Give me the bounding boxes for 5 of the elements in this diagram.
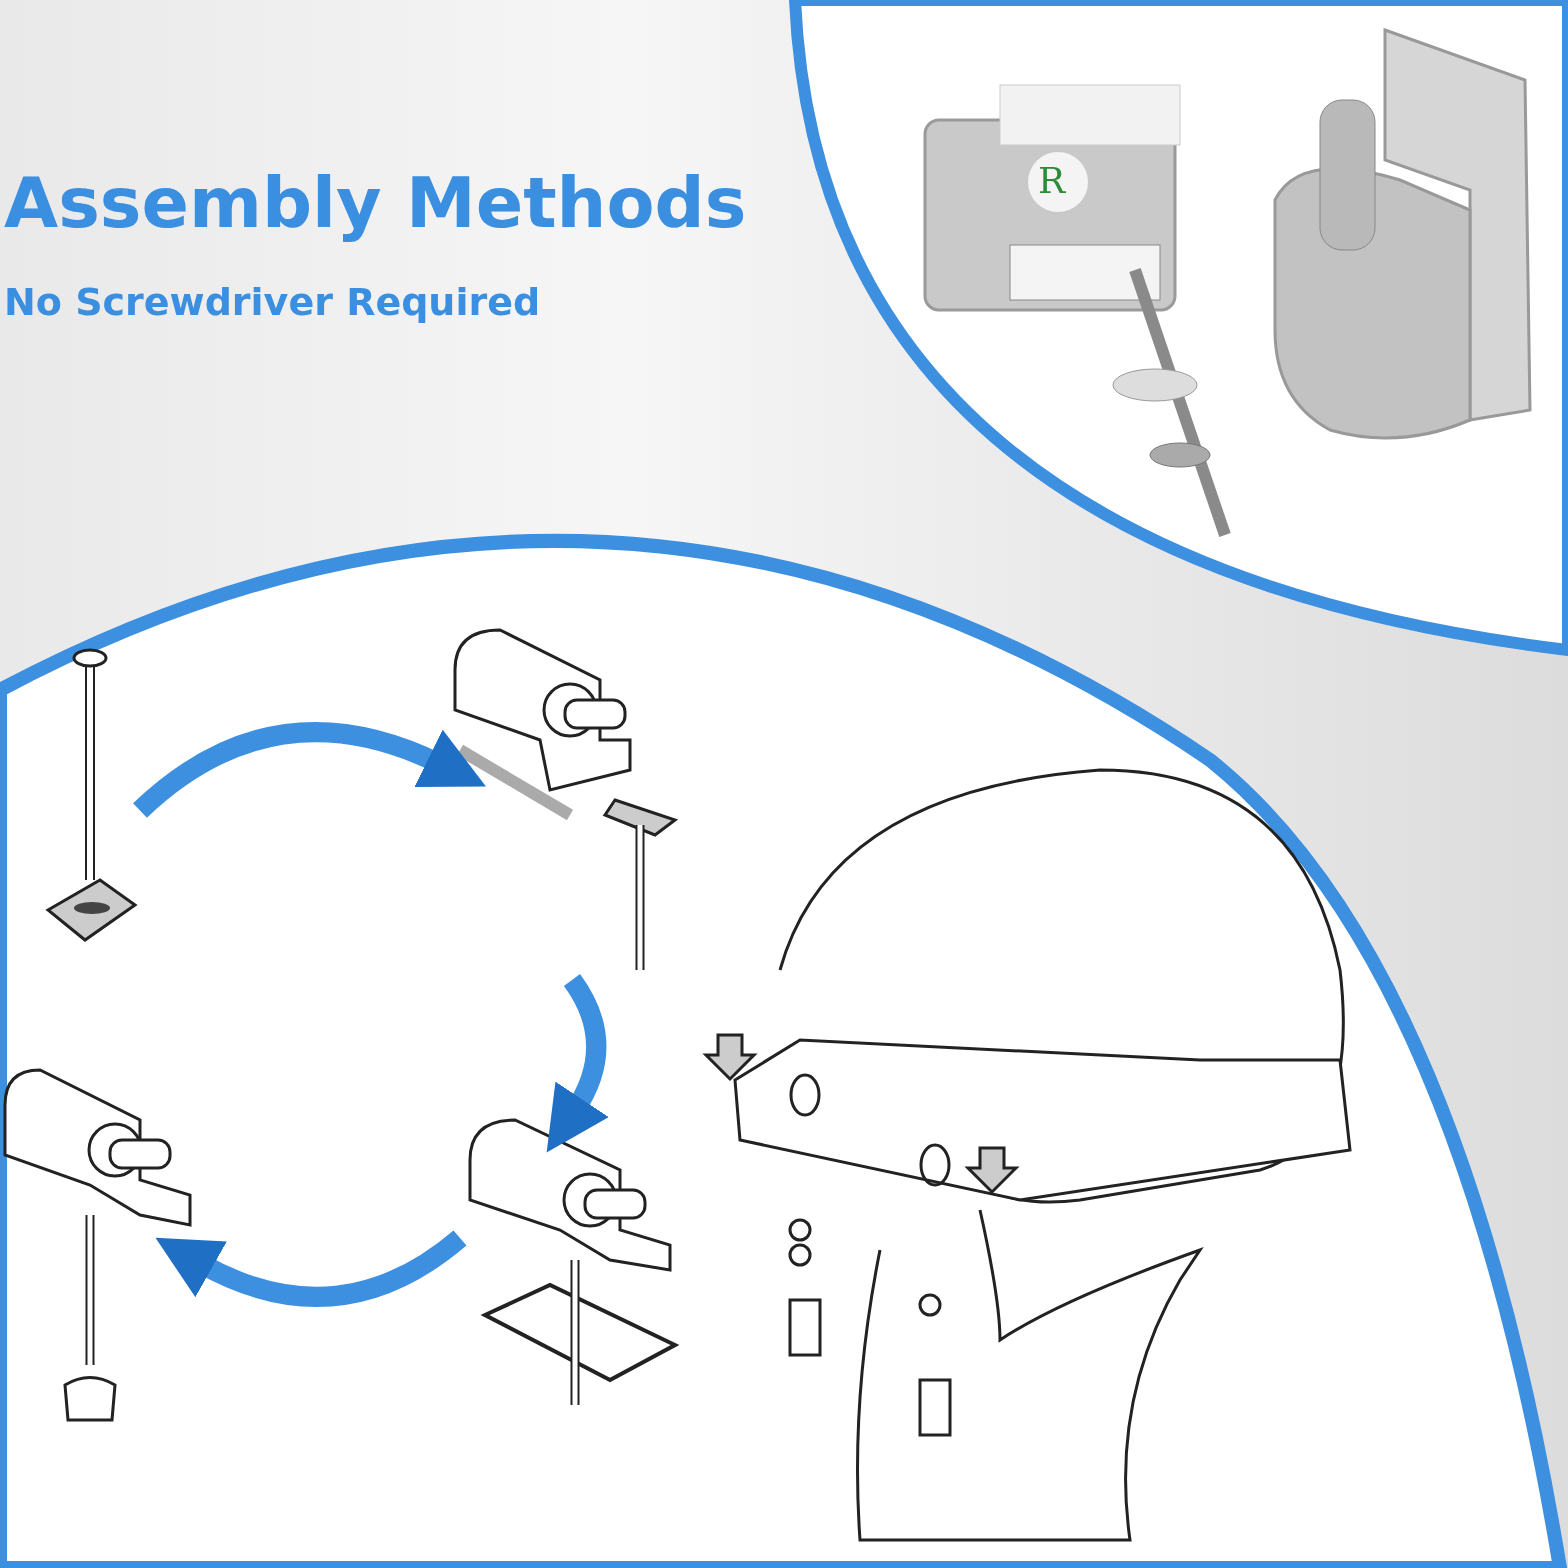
- subtitle: No Screwdriver Required: [4, 280, 541, 324]
- side-marking: R: [1038, 160, 1066, 201]
- title: Assembly Methods: [4, 165, 747, 242]
- curved-arrow: [133, 722, 487, 818]
- curved-arrow: [154, 1230, 467, 1307]
